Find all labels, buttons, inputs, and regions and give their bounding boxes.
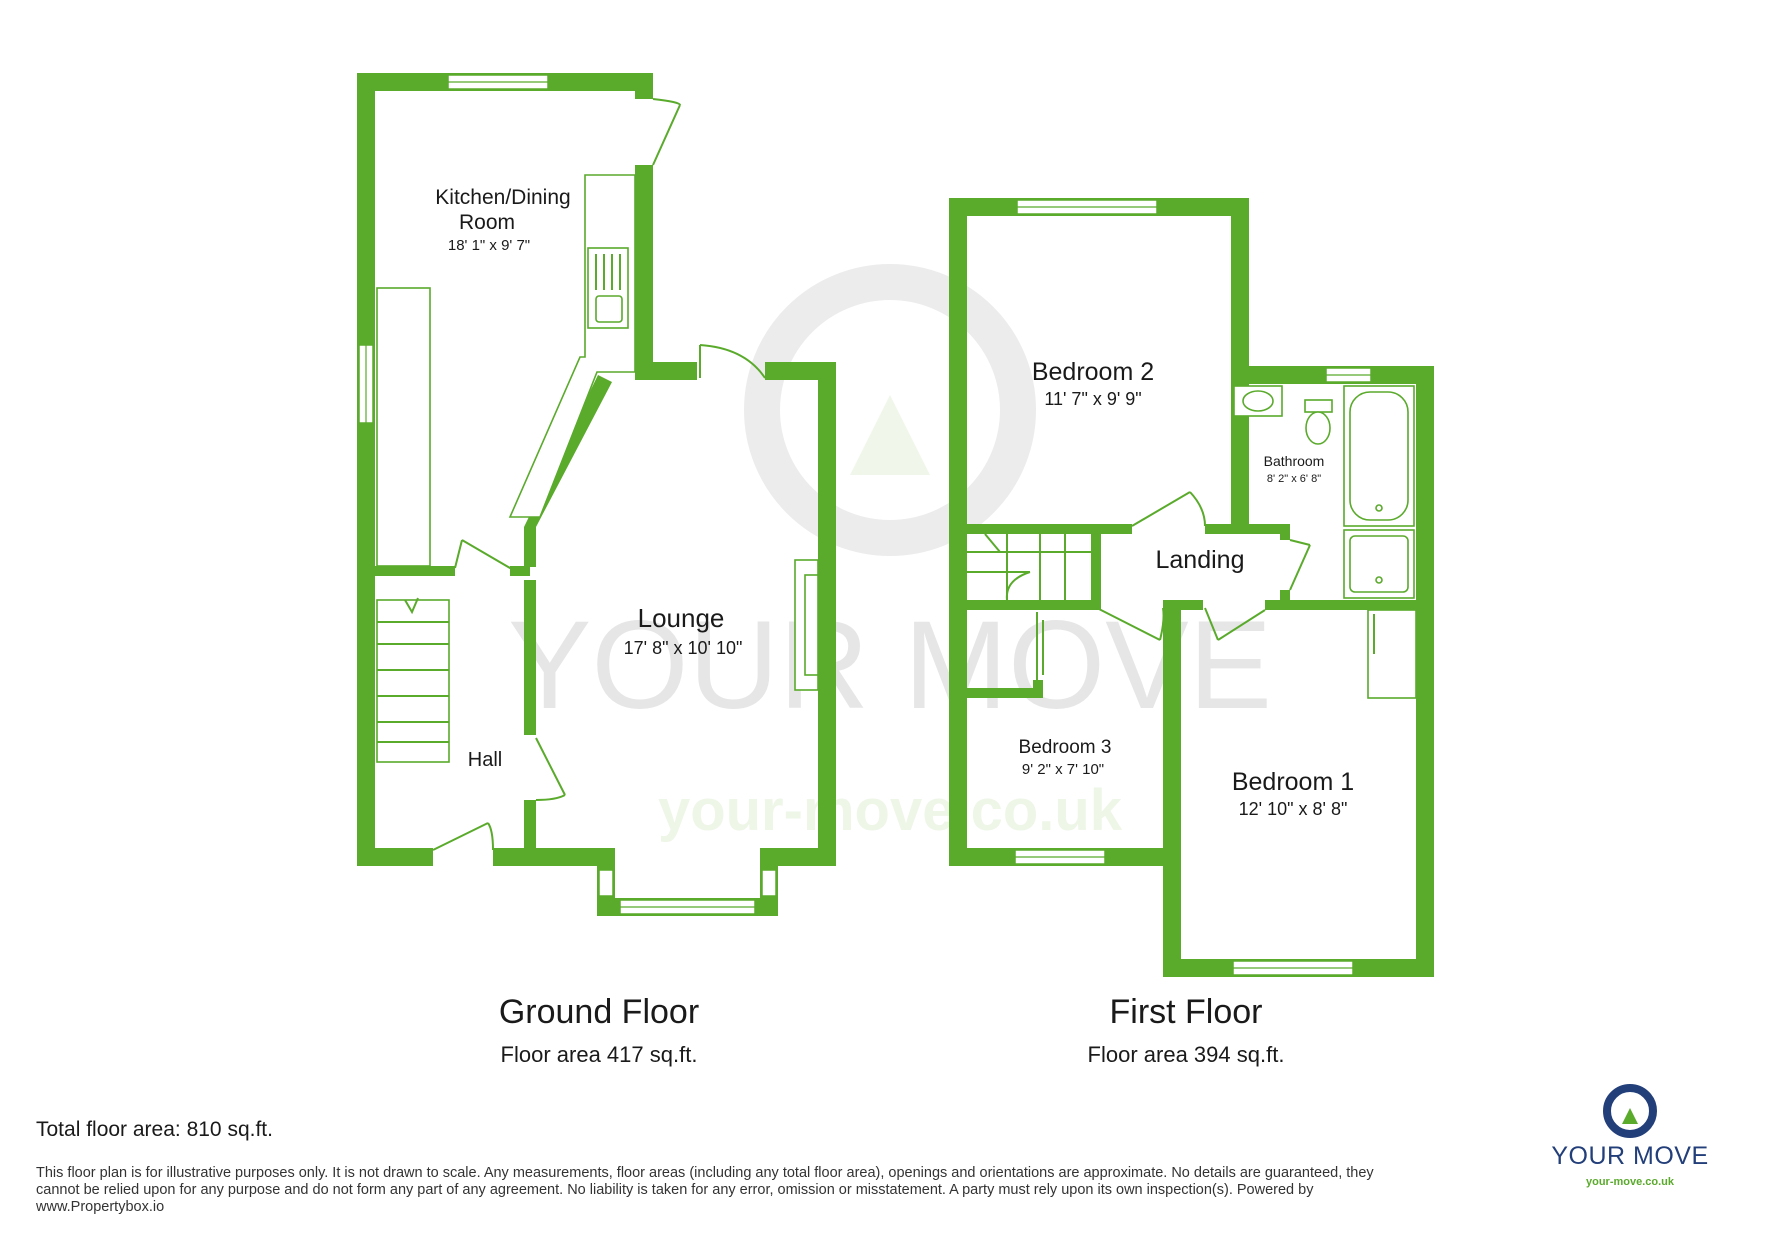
landing-label: Landing xyxy=(1156,546,1245,574)
ground-floor-area: Floor area 417 sq.ft. xyxy=(500,1042,698,1067)
bedroom3-size: 9' 2" x 7' 10" xyxy=(1022,761,1104,778)
kitchen-counter xyxy=(508,174,636,518)
watermark-ring-icon xyxy=(744,264,1036,556)
door-icon xyxy=(652,98,681,166)
bathroom-label: Bathroom xyxy=(1264,453,1325,469)
wall xyxy=(1280,524,1290,540)
wall xyxy=(375,566,455,576)
door-icon xyxy=(1204,607,1266,641)
bedroom1-size: 12' 10" x 8' 8" xyxy=(1239,799,1348,819)
staircase-icon xyxy=(376,597,450,763)
bathroom-size: 8' 2" x 6' 8" xyxy=(1267,473,1321,485)
wall xyxy=(493,848,615,866)
hall-label: Hall xyxy=(468,749,502,771)
window xyxy=(761,869,777,897)
total-floor-area: Total floor area: 810 sq.ft. xyxy=(36,1118,273,1141)
wall xyxy=(967,688,1035,698)
ground-floor-plan: Kitchen/Dining Room 18' 1" x 9' 7" Loung… xyxy=(357,73,836,916)
lounge-size: 17' 8" x 10' 10" xyxy=(624,638,743,658)
wall xyxy=(1205,524,1286,534)
kitchen-label: Room xyxy=(459,211,515,234)
wall xyxy=(967,524,1132,534)
kitchen-label: Kitchen/Dining xyxy=(435,186,570,209)
disclaimer: This floor plan is for illustrative purp… xyxy=(36,1165,1374,1215)
wall xyxy=(1416,366,1434,977)
wall xyxy=(949,198,967,866)
lounge-label: Lounge xyxy=(638,603,725,633)
door-icon xyxy=(699,344,766,379)
window xyxy=(598,869,614,897)
bathroom-fixtures xyxy=(1233,385,1415,599)
wall xyxy=(818,362,836,866)
wall xyxy=(357,73,375,866)
first-floor-title: First Floor xyxy=(1109,993,1263,1031)
watermark-brand: YOUR MOVE xyxy=(508,596,1272,735)
door-icon xyxy=(432,822,494,851)
wall xyxy=(635,73,653,99)
wall xyxy=(1033,680,1043,698)
your-move-logo: YOUR MOVE your-move.co.uk xyxy=(1530,1080,1730,1210)
bedroom2-label: Bedroom 2 xyxy=(1032,358,1154,386)
kitchen-counter xyxy=(376,287,431,567)
kitchen-size: 18' 1" x 9' 7" xyxy=(448,237,530,254)
wall xyxy=(524,800,536,866)
bedroom1-label: Bedroom 1 xyxy=(1232,768,1354,796)
door-icon xyxy=(535,737,566,801)
wall xyxy=(357,848,433,866)
watermark-url: your-move.co.uk xyxy=(658,778,1123,843)
door-icon xyxy=(1131,491,1206,527)
bedroom2-size: 11' 7" x 9' 9" xyxy=(1044,389,1141,409)
wall xyxy=(1280,590,1290,610)
wardrobe xyxy=(1367,609,1417,699)
wall xyxy=(524,527,536,567)
ground-floor-title: Ground Floor xyxy=(498,993,700,1031)
wall xyxy=(760,848,836,866)
wall xyxy=(1091,532,1101,610)
bedroom3-label: Bedroom 3 xyxy=(1019,737,1112,758)
door-icon xyxy=(1096,607,1165,641)
logo-text: YOUR MOVE xyxy=(1551,1142,1709,1170)
door-icon xyxy=(1289,539,1311,591)
wall xyxy=(1163,600,1203,610)
wall xyxy=(1163,848,1181,977)
toilet-icon xyxy=(1304,399,1333,413)
wall xyxy=(1163,606,1181,866)
wall xyxy=(524,580,536,735)
watermark-triangle-icon xyxy=(850,395,930,475)
wall xyxy=(635,165,653,375)
logo-url: your-move.co.uk xyxy=(1585,1176,1675,1188)
wall xyxy=(635,362,697,380)
first-floor-plan: Bedroom 2 11' 7" x 9' 9" Bathroom 8' 2" … xyxy=(949,198,1434,977)
first-floor-area: Floor area 394 sq.ft. xyxy=(1087,1042,1285,1067)
wall xyxy=(967,600,1097,610)
logo-mark-icon xyxy=(1603,1084,1657,1138)
watermark: YOUR MOVE your-move.co.uk xyxy=(508,264,1272,843)
door-icon xyxy=(454,539,523,576)
wall xyxy=(1265,600,1434,610)
staircase-icon xyxy=(967,533,1091,601)
wall xyxy=(510,566,530,576)
